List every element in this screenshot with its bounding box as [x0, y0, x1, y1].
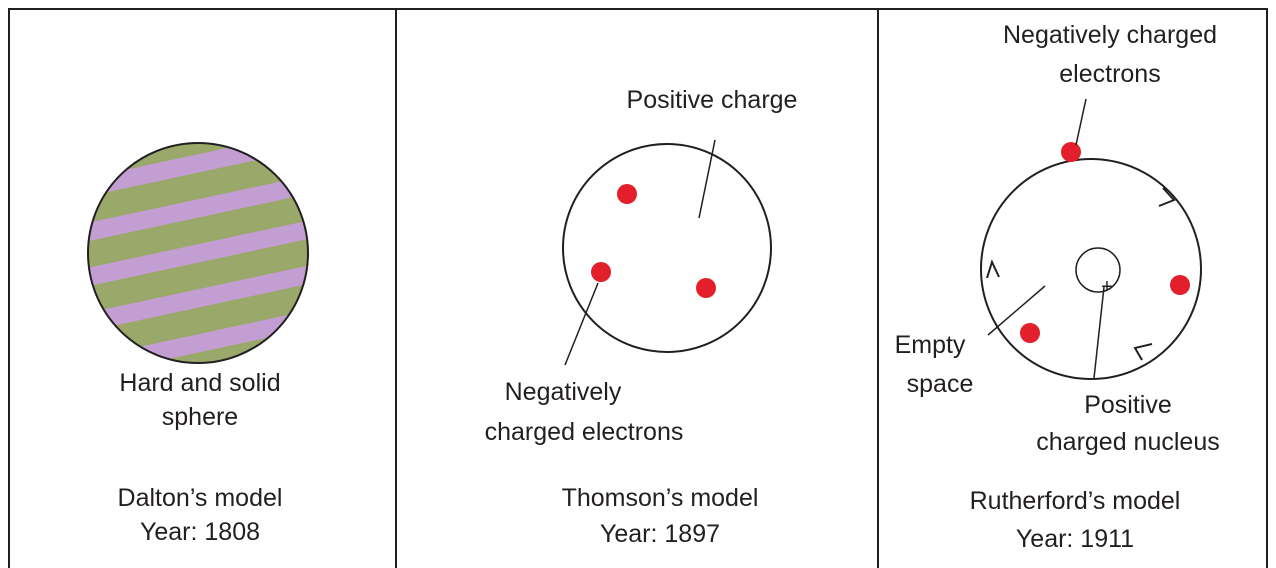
thomson-model-name: Thomson’s model	[562, 484, 759, 512]
electron-dot	[696, 278, 716, 298]
empty-space-label-line1: Empty	[895, 331, 966, 359]
orbit-arrow-icon	[1159, 188, 1174, 206]
thomson-electrons-label-line2: charged electrons	[485, 418, 684, 446]
dalton-year: Year: 1808	[140, 518, 260, 546]
nucleus-leader	[1094, 287, 1104, 378]
electrons-leader	[1076, 99, 1086, 145]
thomson-year: Year: 1897	[600, 520, 720, 548]
rutherford-panel: + Negatively charged electrons Empty spa…	[895, 21, 1220, 553]
electron-dot	[1061, 142, 1081, 162]
electron-dot	[1170, 275, 1190, 295]
sphere-label-line1: Hard and solid	[119, 369, 280, 397]
electron-dot	[1020, 323, 1040, 343]
nucleus-label-line2: charged nucleus	[1036, 428, 1219, 456]
orbit-arrow-icon	[1135, 344, 1152, 360]
empty-space-label-line2: space	[907, 370, 974, 398]
electron-dot	[617, 184, 637, 204]
electron-dot	[591, 262, 611, 282]
electrons-leader	[565, 283, 598, 365]
dalton-panel: Hard and solid sphere Dalton’s model Yea…	[60, 133, 340, 546]
thomson-panel: Positive charge Negatively charged elect…	[485, 86, 798, 548]
nucleus-label-line1: Positive	[1084, 391, 1172, 419]
rutherford-electrons-label-line1: Negatively charged	[1003, 21, 1217, 49]
rutherford-model-name: Rutherford’s model	[970, 487, 1181, 515]
orbit-arrow-icon	[987, 262, 999, 278]
rutherford-year: Year: 1911	[1016, 525, 1134, 553]
nucleus	[1076, 248, 1120, 292]
sphere-label-line2: sphere	[162, 403, 238, 431]
thomson-atom-outline	[563, 144, 771, 352]
positive-charge-label: Positive charge	[627, 86, 798, 114]
rutherford-electrons-label-line2: electrons	[1059, 60, 1160, 88]
thomson-electrons-label-line1: Negatively	[505, 378, 622, 406]
dalton-model-name: Dalton’s model	[118, 484, 283, 512]
